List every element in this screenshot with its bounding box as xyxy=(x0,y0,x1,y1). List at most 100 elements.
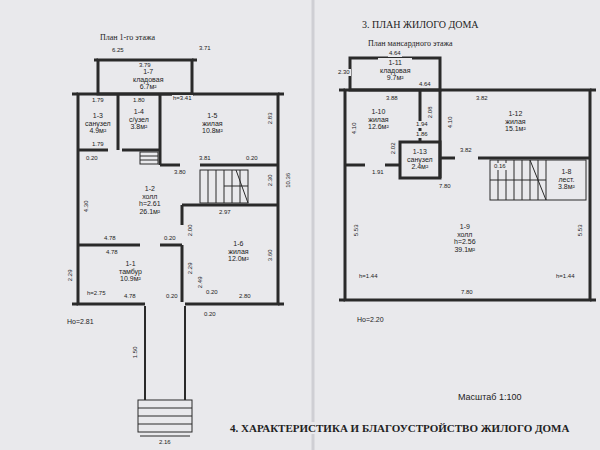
dimension-label: 4.78 xyxy=(105,249,119,256)
room-text: 4.9м² xyxy=(85,127,111,135)
room-text: лест. xyxy=(558,176,575,184)
room-text: 1-11 xyxy=(380,59,410,67)
dimension-label: 3.88 xyxy=(385,95,399,102)
room-text: 39.1м² xyxy=(454,246,476,254)
room-text: кладовая xyxy=(380,67,410,75)
dimension-label: 3.79 xyxy=(138,62,152,69)
room-text: 3.8м² xyxy=(129,123,149,131)
dimension-label: 0.20 xyxy=(203,311,217,318)
dimension-label: 2.08 xyxy=(427,105,434,119)
attic-floor-walls xyxy=(339,58,596,300)
dimension-label: h=1.44 xyxy=(358,273,379,280)
dimension-label: 1.80 xyxy=(132,97,146,104)
room-text: 1-3 xyxy=(85,112,111,120)
dimension-label: 2.16 xyxy=(158,439,172,446)
room-text: 1-8 xyxy=(558,168,575,176)
room-label: 1-12жилая15.1м² xyxy=(503,109,528,134)
room-text: холл xyxy=(139,193,161,201)
room-label: 1-9холлh=2.5639.1м² xyxy=(452,222,478,255)
dimension-label: 3.71 xyxy=(198,45,212,52)
dimension-label: h=1.44 xyxy=(555,273,576,280)
room-text: 12.0м² xyxy=(228,255,249,263)
room-label: 1-4с/узел3.8м² xyxy=(127,107,151,132)
dimension-label: 2.02 xyxy=(390,141,397,155)
dimension-label: 1.94 xyxy=(415,121,429,128)
room-text: 12.6м² xyxy=(368,123,389,131)
room-text: 1-10 xyxy=(368,108,389,116)
dimension-label: 2.30 xyxy=(267,173,274,187)
room-text: тамбур xyxy=(119,268,142,276)
dimension-label: Hо=2.81 xyxy=(66,318,95,326)
room-text: 1-13 xyxy=(407,148,433,156)
room-text: 1-1 xyxy=(119,260,142,268)
room-label: 1-1тамбур10.9м² xyxy=(117,259,144,284)
dimension-label: 0.20 xyxy=(205,289,219,296)
dimension-label: h=3.41 xyxy=(172,95,193,102)
room-text: 15.1м² xyxy=(505,125,526,133)
room-text: 1-6 xyxy=(228,240,249,248)
dimension-label: 0.20 xyxy=(245,155,259,162)
dimension-label: 0.20 xyxy=(163,235,177,242)
room-text: с/узел xyxy=(129,116,149,124)
dimension-label: 3.82 xyxy=(475,95,489,102)
dimension-label: 5.53 xyxy=(353,223,360,237)
dimension-label: 4.64 xyxy=(418,81,432,88)
dimension-label: 4.10 xyxy=(447,115,454,129)
heading-text: Масштаб 1:100 xyxy=(457,393,523,403)
dimension-label: 2.80 xyxy=(238,293,252,300)
dimension-label: 3.82 xyxy=(459,147,473,154)
room-text: 6.7м² xyxy=(133,83,163,91)
dimension-label: 3.60 xyxy=(267,248,274,262)
room-text: жилая xyxy=(202,120,223,128)
room-label: 1-6жилая12.0м² xyxy=(226,239,251,264)
dimension-label: 5.53 xyxy=(577,223,584,237)
room-text: кладовая xyxy=(133,76,163,84)
dimension-label: 2.83 xyxy=(267,111,274,125)
dimension-label: 10.36 xyxy=(285,172,292,189)
page-fold xyxy=(312,0,315,450)
dimension-label: 0.16 xyxy=(493,163,507,170)
dimension-label: 2.00 xyxy=(187,223,194,237)
dimension-label: 4.10 xyxy=(351,121,358,135)
room-text: жилая xyxy=(228,248,249,256)
room-label: 1-3санузел4.9м² xyxy=(83,111,113,136)
heading-text: План мансардного этажа xyxy=(367,40,454,49)
room-text: 10.8м² xyxy=(202,127,223,135)
heading-text: План 1-го этажа xyxy=(99,34,156,43)
room-text: 1-4 xyxy=(129,108,149,116)
room-text: 3.8м² xyxy=(558,183,575,191)
room-label: 1-7кладовая6.7м² xyxy=(131,67,165,92)
dimension-label: 3.80 xyxy=(173,169,187,176)
room-text: санузел xyxy=(85,120,111,128)
room-text: жилая xyxy=(368,116,389,124)
dimension-label: 1.79 xyxy=(91,141,105,148)
dimension-label: 1.50 xyxy=(132,345,139,359)
dimension-label: 6.25 xyxy=(111,47,125,54)
ground-floor-walls xyxy=(72,60,284,304)
dimension-label: 4.64 xyxy=(388,50,402,57)
room-text: 26.1м² xyxy=(139,208,161,216)
room-text: 9.7м² xyxy=(380,74,410,82)
room-text: h=2.56 xyxy=(454,238,476,246)
room-text: 1-7 xyxy=(133,68,163,76)
room-label: 1-13санузел2.4м² xyxy=(405,147,435,172)
heading-text: 4. ХАРАКТЕРИСТИКА И БЛАГОУСТРОЙСТВО ЖИЛО… xyxy=(229,422,570,434)
dimension-label: 7.80 xyxy=(438,183,452,190)
room-text: 1-9 xyxy=(454,223,476,231)
dimension-label: 3.81 xyxy=(198,155,212,162)
room-text: 1-5 xyxy=(202,112,223,120)
dimension-label: 2.49 xyxy=(197,275,204,289)
room-text: 10.9м² xyxy=(119,275,142,283)
dimension-label: Hо=2.20 xyxy=(356,316,385,324)
room-text: h=2.61 xyxy=(139,200,161,208)
room-text: жилая xyxy=(505,118,526,126)
room-text: санузел xyxy=(407,156,433,164)
dimension-label: 2.97 xyxy=(218,209,232,216)
room-label: 1-5жилая10.8м² xyxy=(200,111,225,136)
room-text: 1-12 xyxy=(505,110,526,118)
room-text: холл xyxy=(454,231,476,239)
dimension-label: h=2.75 xyxy=(86,290,107,297)
attic-stairs xyxy=(490,160,586,200)
